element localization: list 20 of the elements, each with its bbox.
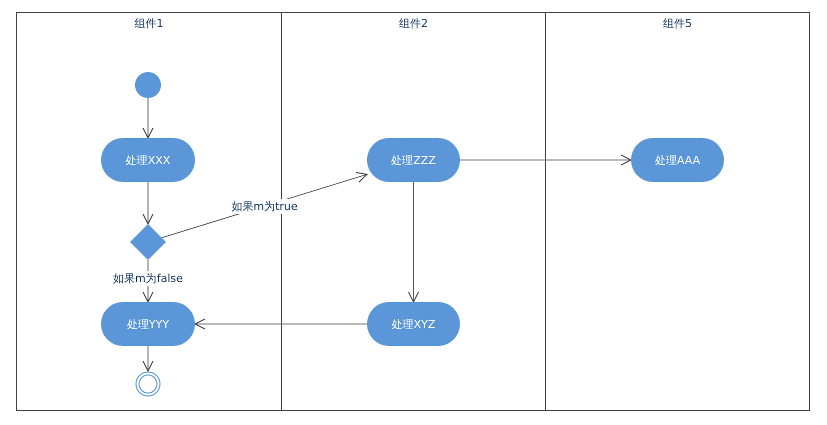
arrow <box>142 182 154 224</box>
lane-title: 组件2 <box>398 16 429 31</box>
lane-title: 组件1 <box>134 16 164 31</box>
arrow <box>142 98 154 138</box>
start-node <box>135 72 161 98</box>
end-node <box>135 371 161 397</box>
action-box: 处理AAA <box>631 138 724 182</box>
swimlane <box>545 12 810 411</box>
action-box: 处理XXX <box>101 138 195 182</box>
edge-label: 如果m为false <box>112 271 184 286</box>
action-box: 处理XYZ <box>367 302 460 346</box>
lane-title: 组件5 <box>662 16 693 31</box>
action-box: 处理YYY <box>101 302 195 346</box>
decision-diamond <box>130 224 166 260</box>
arrow <box>460 154 632 166</box>
edge-label: 如果m为true <box>230 198 299 214</box>
arrow <box>194 318 368 330</box>
action-box: 处理ZZZ <box>367 138 460 182</box>
arrow <box>142 346 154 372</box>
arrow <box>408 182 419 302</box>
